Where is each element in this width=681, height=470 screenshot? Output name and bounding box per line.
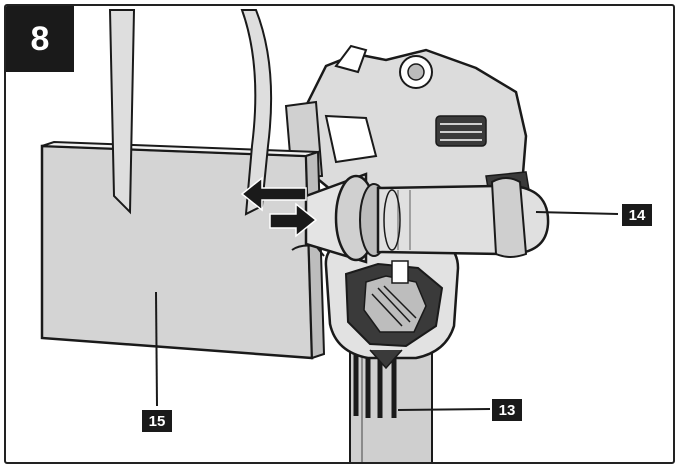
direction-arrows	[240, 176, 318, 238]
callout-14: 14	[622, 204, 652, 226]
shield-plate	[40, 140, 326, 360]
leader-lines	[155, 211, 619, 411]
figure-frame: 8 14 13 15	[4, 4, 675, 464]
figure-number-badge: 8	[6, 6, 74, 72]
fan-housing	[324, 234, 460, 370]
callout-13: 13	[492, 399, 522, 421]
blower-illustration	[40, 9, 619, 462]
engine-housing	[284, 44, 531, 204]
connecting-pipe	[304, 172, 550, 264]
callout-15: 15	[142, 410, 172, 432]
carrying-straps	[108, 9, 273, 216]
